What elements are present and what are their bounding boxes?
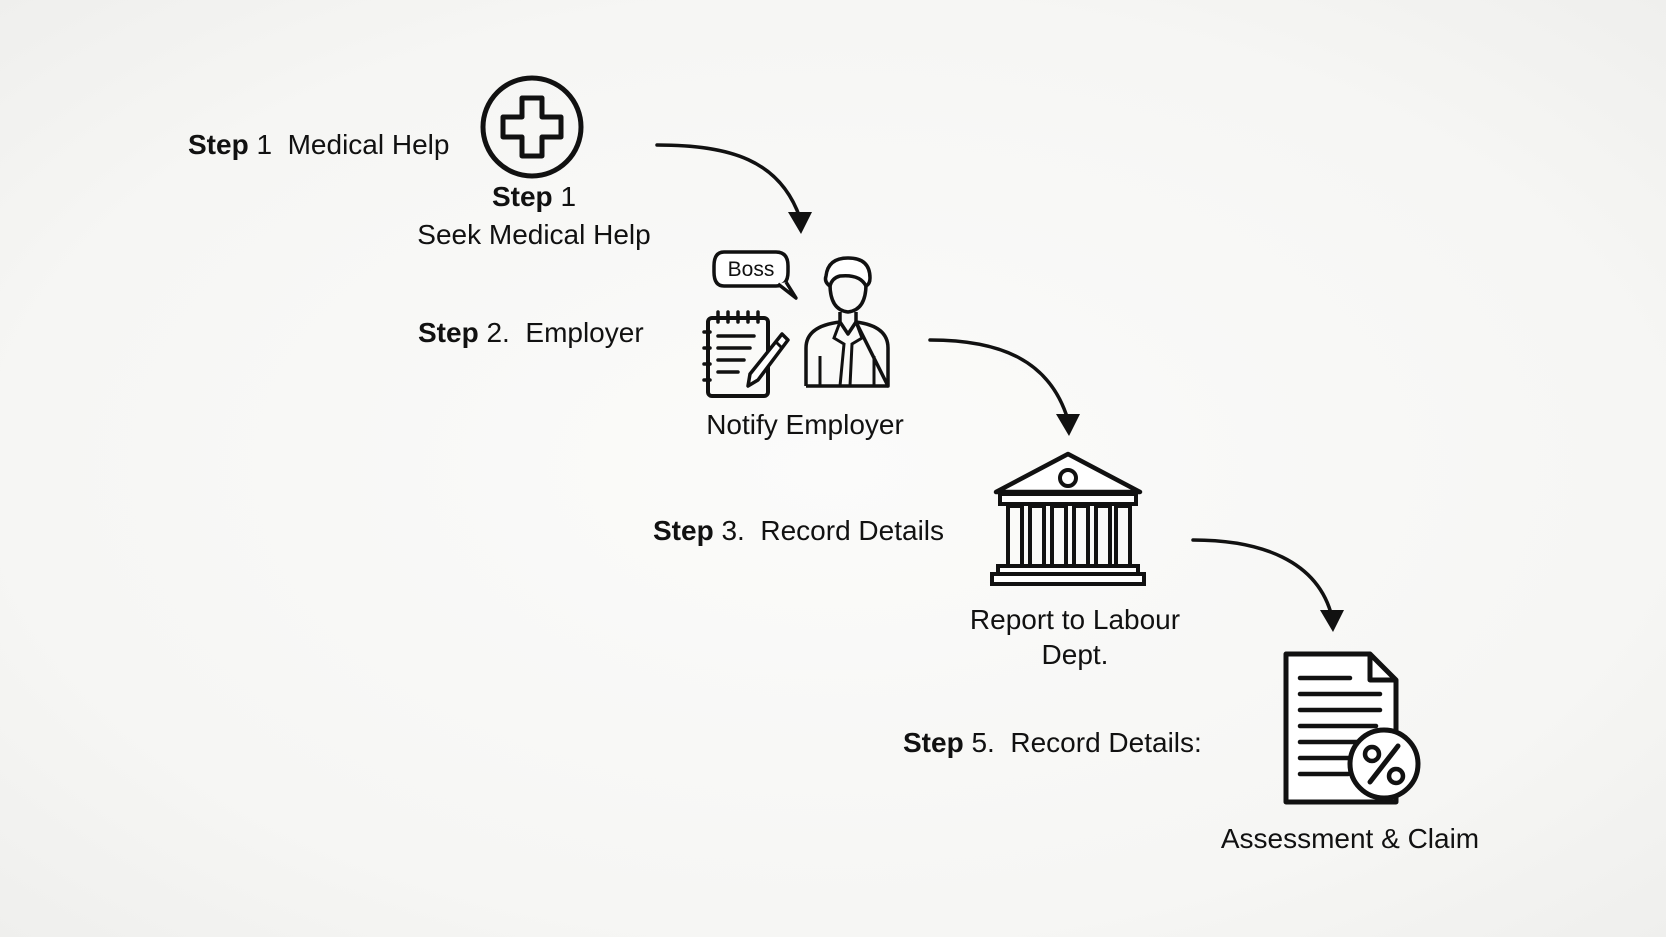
step-label-1-word: Step bbox=[188, 129, 249, 160]
step-label-1-text: Medical Help bbox=[287, 129, 450, 160]
step3-caption-line2: Dept. bbox=[1041, 639, 1109, 670]
step-label-2-num: 2. bbox=[486, 317, 510, 348]
speech-bubble-text: Boss bbox=[728, 258, 775, 281]
arrow-2-3 bbox=[928, 338, 1070, 422]
step-label-2-word: Step bbox=[418, 317, 479, 348]
arrowhead-3 bbox=[1320, 610, 1344, 632]
speech-bubble-icon: Boss bbox=[712, 250, 798, 300]
government-building-icon bbox=[990, 451, 1146, 586]
step-label-2-text: Employer bbox=[525, 317, 644, 348]
step-label-2: Step 2. Employer bbox=[418, 316, 644, 350]
arrow-1-2 bbox=[655, 143, 802, 220]
step-label-1: Step 1 Medical Help bbox=[188, 128, 449, 162]
arrow-3-5 bbox=[1191, 538, 1334, 619]
step-label-5: Step 5. Record Details: bbox=[903, 726, 1202, 760]
step1-caption-word: Step bbox=[491, 181, 553, 212]
boss-person-icon bbox=[804, 256, 890, 388]
notepad-pen-icon bbox=[702, 310, 790, 398]
step1-caption: Seek Medical Help bbox=[417, 219, 651, 250]
step1-caption-title: Step 1 bbox=[434, 180, 634, 214]
arrowhead-1 bbox=[788, 212, 812, 234]
step2-caption: Notify Employer bbox=[706, 409, 904, 440]
step-label-3-text: Record Details bbox=[760, 515, 945, 546]
step1-caption-num: 1 bbox=[560, 181, 577, 212]
step5-caption: Assessment & Claim bbox=[1220, 823, 1480, 854]
step-label-5-text: Record Details: bbox=[1010, 727, 1202, 758]
step3-caption-line1: Report to Labour bbox=[969, 604, 1181, 635]
step-label-3-num: 3. bbox=[721, 515, 745, 546]
arrowhead-2 bbox=[1056, 414, 1080, 436]
step-label-3-word: Step bbox=[653, 515, 714, 546]
step-label-5-num: 5. bbox=[971, 727, 995, 758]
step-label-5-word: Step bbox=[903, 727, 964, 758]
medical-cross-icon bbox=[480, 75, 584, 179]
document-percent-icon bbox=[1283, 651, 1421, 805]
step-label-1-num: 1 bbox=[256, 129, 273, 160]
step-label-3: Step 3. Record Details bbox=[653, 514, 944, 548]
